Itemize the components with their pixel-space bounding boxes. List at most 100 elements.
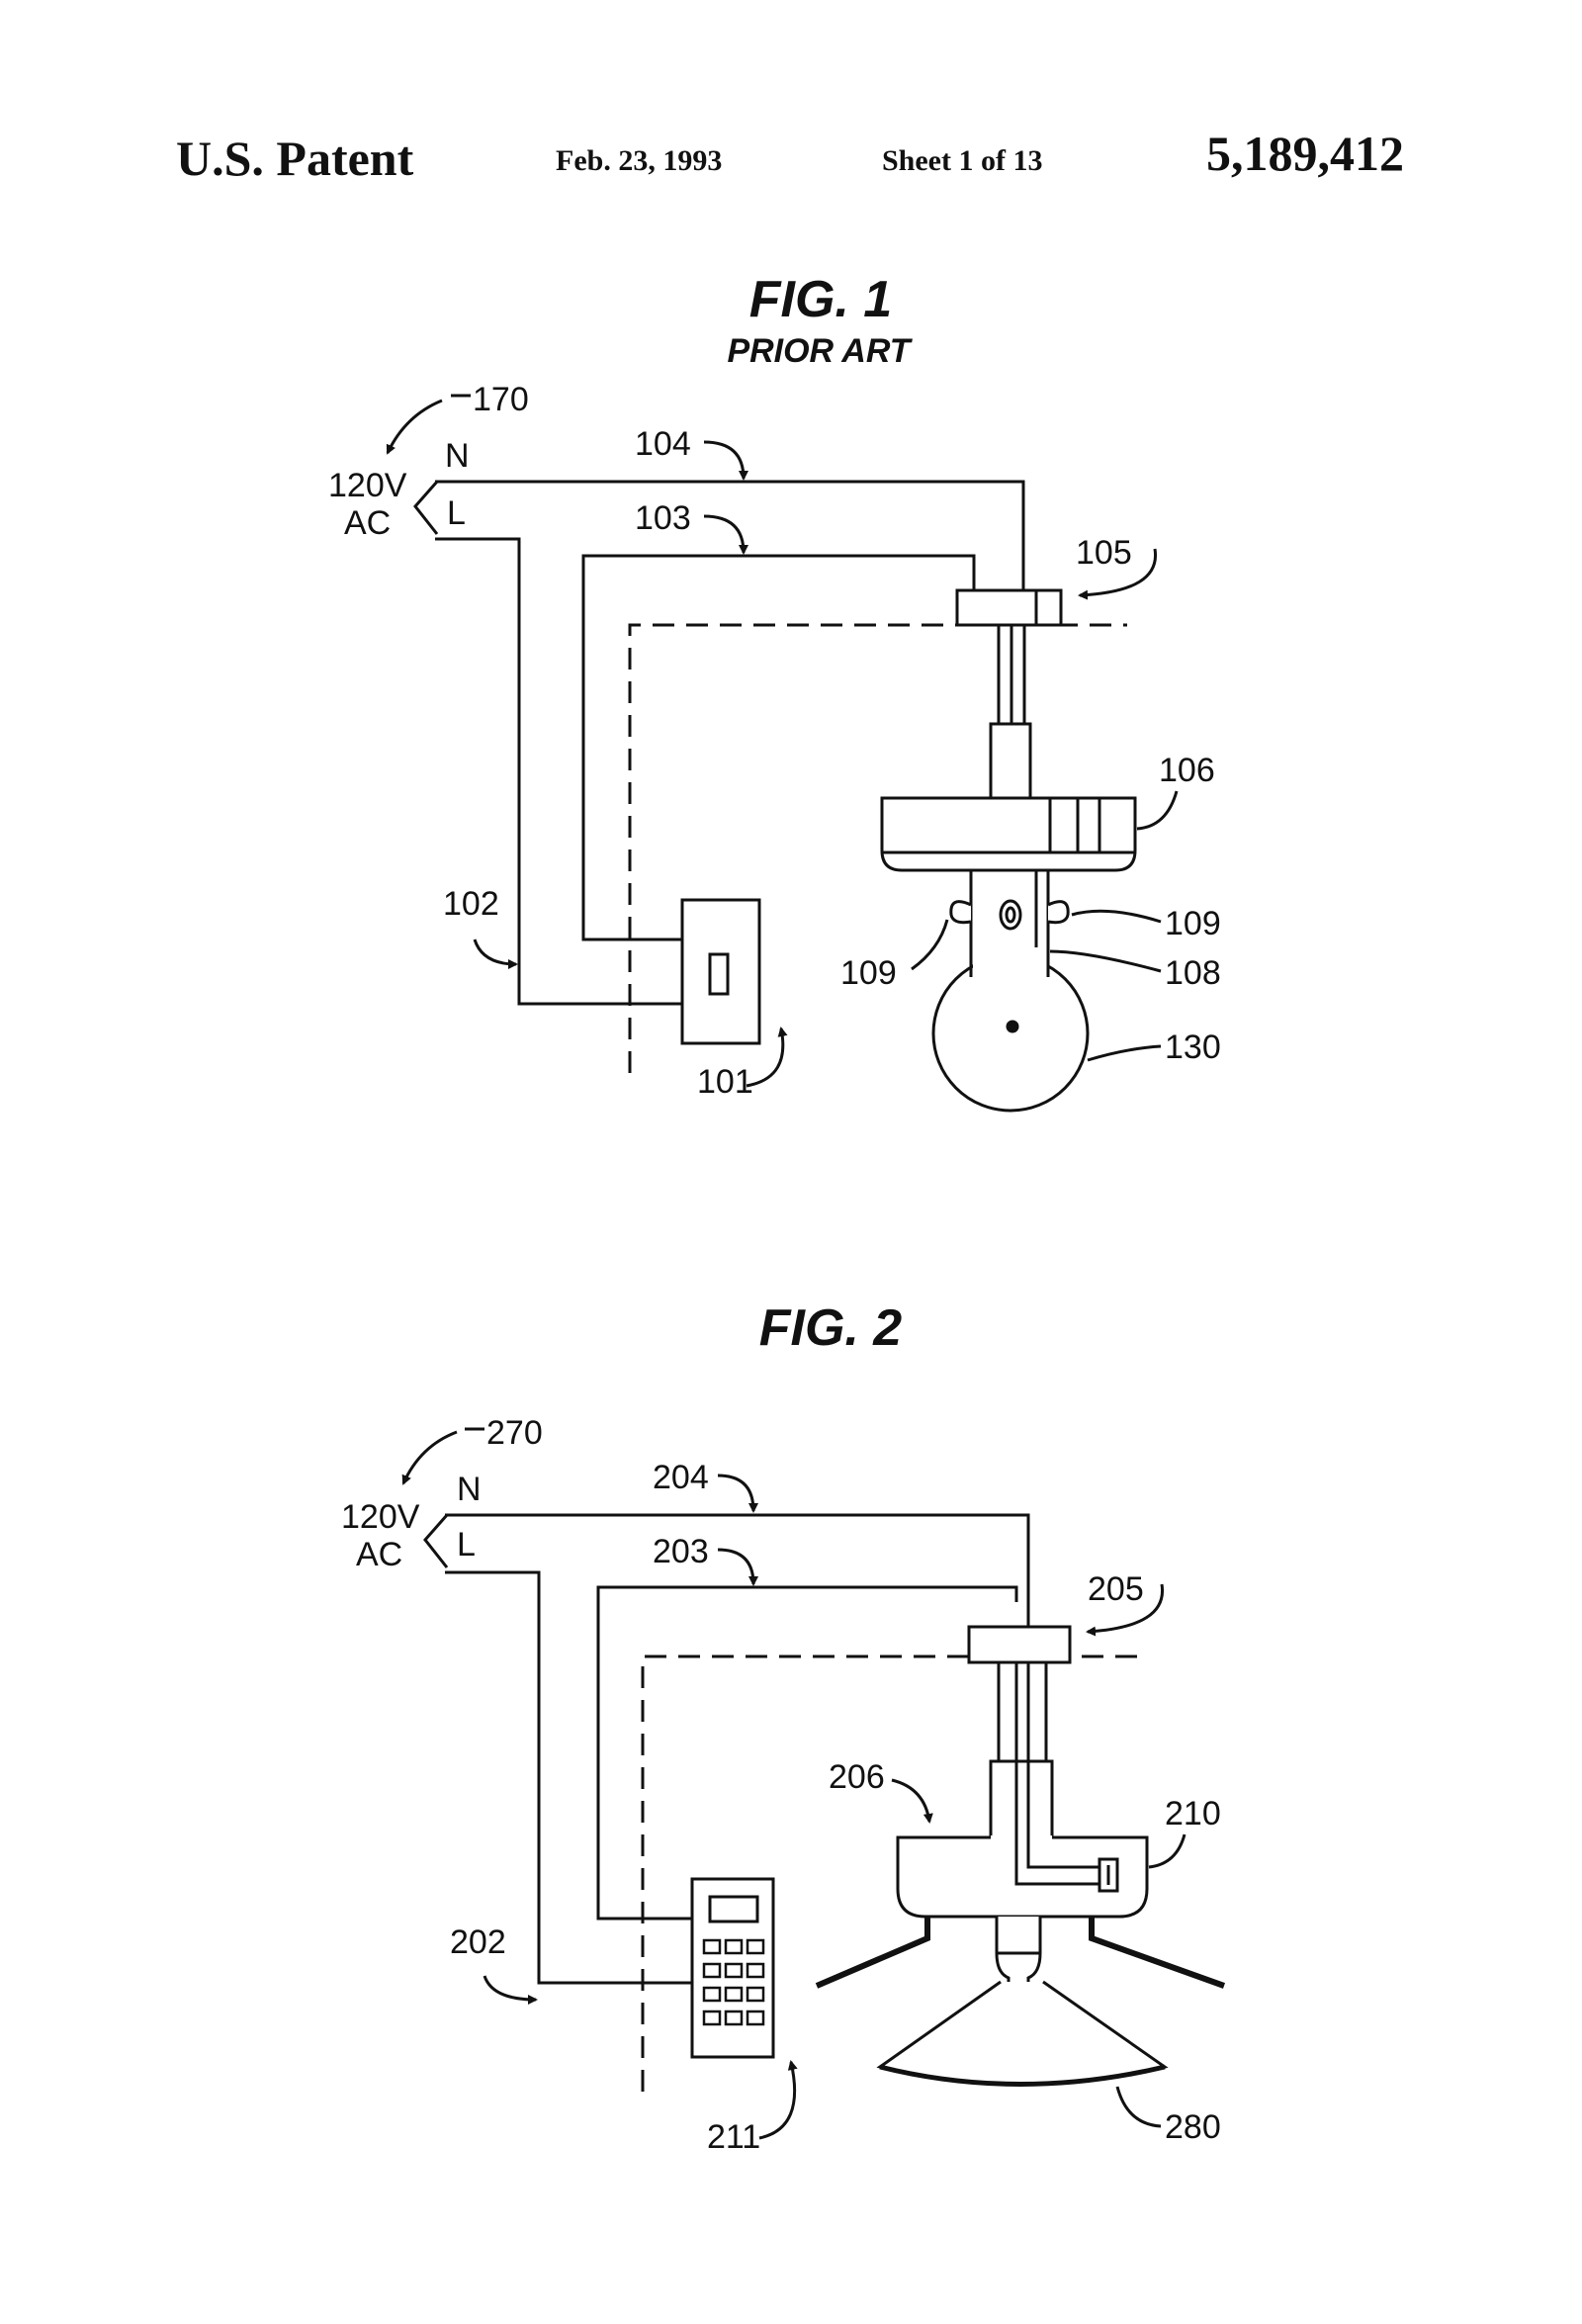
fig1-ref-103-arrow (703, 514, 748, 555)
fig2-ref-280: 280 (1165, 2108, 1221, 2146)
fig2-ref-270: 270 (486, 1414, 543, 1452)
figure-1: FIG. 1 PRIOR ART 120V AC N L 170 104 103… (328, 271, 1221, 1113)
fig1-ref-170: 170 (473, 381, 529, 418)
fig2-key (724, 1962, 744, 1979)
fig1-switch-toggle (708, 952, 730, 996)
fig2-source-bracket (423, 1514, 449, 1568)
fig2-key (724, 1986, 744, 2003)
fig1-bulb-filament (1006, 1020, 1019, 1033)
fig2-ref-203-arrow (717, 1548, 758, 1586)
fig1-bulb (931, 954, 1090, 1113)
fig2-ref-206: 206 (829, 1758, 885, 1796)
fig2-key (702, 1986, 722, 2003)
fig2-title: FIG. 2 (759, 1299, 903, 1357)
fig1-ref-108-leader (1049, 949, 1162, 973)
fig1-fan-motor (880, 796, 1137, 872)
figure-2: FIG. 2 120V AC N L 270 204 203 202 205 (341, 1299, 1226, 2156)
fig2-ref-204: 204 (653, 1459, 709, 1496)
fig1-canopy (955, 588, 1063, 627)
fig1-ref-102: 102 (443, 885, 499, 923)
fig1-ref-108: 108 (1165, 954, 1221, 992)
fig2-key (702, 2010, 722, 2026)
fig2-canopy (967, 1625, 1072, 1664)
fig1-switched-wire-103 (581, 554, 976, 941)
fig2-key (746, 1962, 765, 1979)
fig2-key (702, 1962, 722, 1979)
fig2-control-display (708, 1895, 759, 1923)
fig1-bulb-neck-mask (973, 947, 1048, 977)
fig1-ref-109-left-leader (911, 919, 949, 971)
fig2-control-keypad (702, 1938, 765, 2026)
fig2-receiver-wire-a (1014, 1761, 1099, 1886)
fig2-line-wire-202 (445, 1570, 692, 1985)
fig2-source-arrow (401, 1430, 458, 1485)
fig2-downrod-collar (989, 1759, 1054, 1842)
fig1-ref-103: 103 (635, 499, 691, 537)
fig2-ref-205-arrow (1086, 1583, 1165, 1637)
fig1-source-bracket (413, 481, 439, 535)
fig2-ref-210: 210 (1165, 1795, 1221, 1832)
fig2-ref-206-arrow (891, 1778, 933, 1824)
fig2-shade-rim (879, 2064, 1166, 2087)
fig2-ref-210-leader (1148, 1833, 1186, 1869)
fig2-fan-housing (896, 1835, 1149, 1919)
fig2-downrod (997, 1660, 1048, 1763)
fig1-ref-102-arrow (473, 939, 518, 969)
fig2-key (702, 1938, 722, 1955)
fig2-ref-203: 203 (653, 1533, 709, 1570)
fig1-light-kit-switch-inner (1005, 906, 1016, 924)
fig1-title: FIG. 1 (749, 271, 892, 328)
fig1-ref-104-arrow (703, 440, 748, 481)
fig1-source-arrow (386, 399, 443, 455)
fig2-neutral-label: N (457, 1471, 482, 1508)
fig1-ref-105-arrow (1078, 548, 1158, 600)
fig1-ref-109-right-leader (1071, 909, 1162, 924)
fig1-subtitle: PRIOR ART (727, 332, 913, 370)
fig2-key (746, 2010, 765, 2026)
fig1-power-source: 120V AC N L 170 (328, 381, 529, 542)
fig2-fan-blade-left (815, 1917, 930, 1989)
fig2-line-label: L (457, 1526, 476, 1564)
fig1-ref-130-leader (1087, 1044, 1162, 1062)
fig1-ref-106: 106 (1159, 752, 1215, 789)
sheet-number: Sheet 1 of 13 (882, 144, 1043, 177)
fig1-ref-109-right: 109 (1165, 905, 1221, 942)
fig1-neutral-label: N (445, 437, 470, 475)
fig2-ac-label: AC (356, 1536, 402, 1573)
fig2-receiver-wire-b (1026, 1761, 1099, 1869)
fig2-ref-202: 202 (450, 1923, 506, 1961)
fig2-switched-wire-203 (596, 1585, 1018, 1921)
fig2-key (746, 1986, 765, 2003)
fig1-ref-130: 130 (1165, 1028, 1221, 1066)
fig1-ac-label: AC (344, 504, 391, 542)
patent-date: Feb. 23, 1993 (556, 144, 723, 177)
fig1-neutral-wire (435, 480, 1025, 593)
fig1-ref-101-arrow (746, 1027, 788, 1088)
fig2-voltage-label: 120V (341, 1498, 420, 1536)
fig1-voltage-label: 120V (328, 467, 407, 504)
fig2-ref-204-arrow (717, 1474, 758, 1513)
fig2-key (724, 2010, 744, 2026)
fig1-line-wire-102 (435, 537, 682, 1006)
fig1-ref-109-left: 109 (840, 954, 897, 992)
fig2-ref-205: 205 (1088, 1570, 1144, 1608)
fig2-ref-202-arrow (483, 1975, 538, 2005)
fig1-pull-chain-left (949, 900, 972, 925)
fig2-ref-211-arrow (758, 2060, 798, 2140)
fig1-line-label: L (447, 494, 466, 532)
fig1-light-kit-switch-outer (999, 899, 1022, 931)
patent-label: U.S. Patent (176, 131, 414, 186)
patent-number: 5,189,412 (1206, 126, 1404, 181)
fig2-neutral-wire (445, 1513, 1030, 1879)
fig2-key (746, 1938, 765, 1955)
fig2-ceiling-wall-line (641, 1654, 1137, 2092)
fig2-ref-211: 211 (707, 2118, 760, 2156)
fig1-ref-105: 105 (1076, 534, 1132, 572)
fig2-key (724, 1938, 744, 1955)
fig1-downrod-collar (989, 722, 1032, 800)
fig1-ref-101: 101 (697, 1063, 753, 1101)
fig2-fan-blade-right (1089, 1917, 1226, 1989)
fig1-ref-104: 104 (635, 425, 691, 463)
fig1-pull-chain-right (1047, 900, 1070, 925)
